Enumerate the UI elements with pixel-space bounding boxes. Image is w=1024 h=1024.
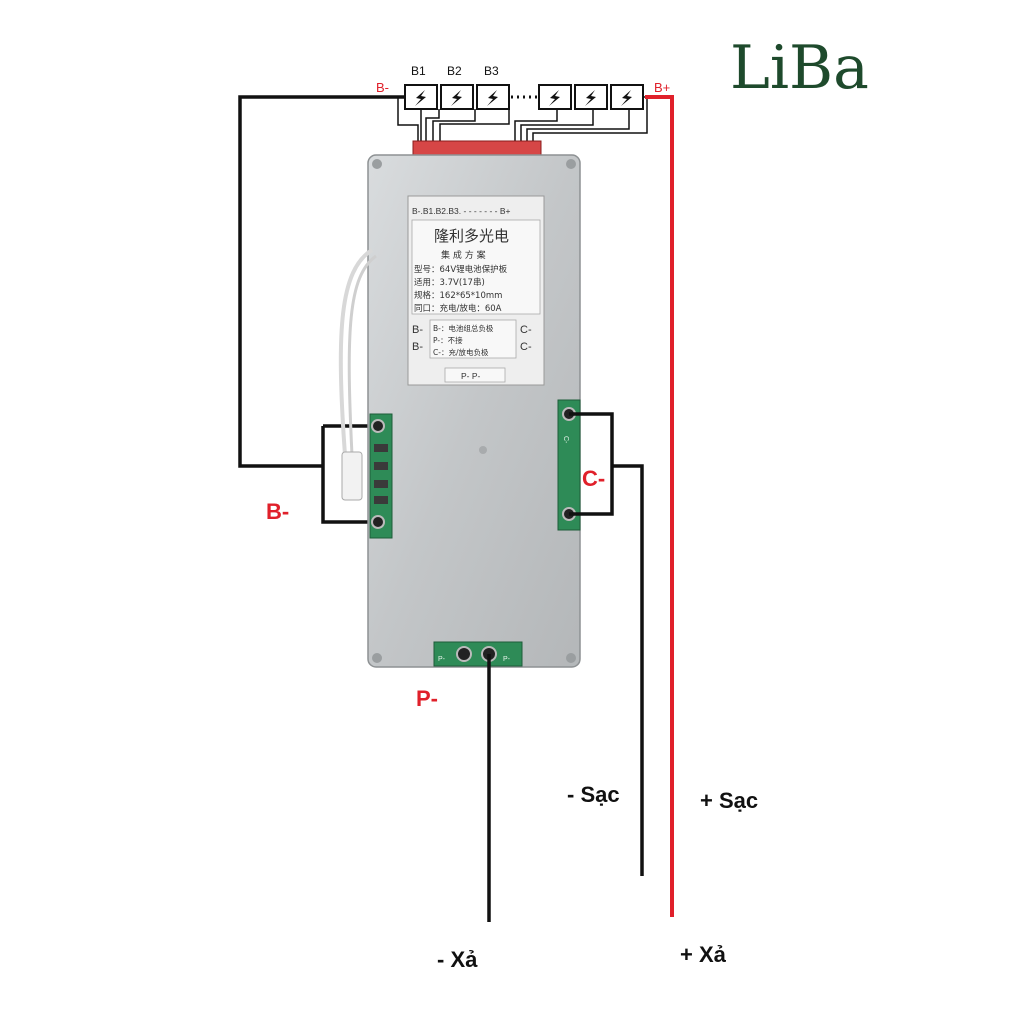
mount-hole (566, 159, 576, 169)
cell-bolt-icon (451, 90, 462, 106)
thermistor-probe (341, 451, 363, 501)
cell-bolt-icon (585, 90, 596, 106)
sticker-legend-b: B-：电池组总负极 (433, 323, 494, 333)
cell-bolt-icon (487, 90, 498, 106)
cell-bolt-icon (549, 90, 560, 106)
cell-b1 (404, 84, 438, 110)
sticker-subtitle: 集 成 方 案 (441, 249, 486, 261)
sticker-footer: P- P- (461, 371, 481, 381)
sticker-left-mark-1: B- (412, 324, 423, 336)
cell-label-b2: B2 (447, 64, 462, 78)
chain-negative-label: B- (376, 80, 389, 95)
c-minus-label: C- (582, 466, 605, 491)
thermistor-cable (338, 248, 374, 456)
brand-logo: LiBa (730, 33, 869, 103)
mount-hole (566, 653, 576, 663)
c-minus-pad-label: C- (562, 436, 569, 444)
charge-positive-label: + Sạc (700, 788, 758, 813)
sticker-title: 隆利多光电 (434, 227, 509, 245)
sticker-legend-c: C-：充/放电负极 (433, 347, 489, 357)
sticker-right-mark-1: C- (520, 324, 532, 336)
b-minus-pad-top (371, 419, 385, 433)
p-minus-pcb (433, 641, 523, 667)
cell-chain: B1 B2 B3 B- B+ (376, 64, 670, 143)
p-minus-pad-left (456, 646, 472, 662)
sticker-left-mark-2: B- (412, 341, 423, 353)
sticker-right-mark-2: C- (520, 341, 532, 353)
p-minus-pad-label-right: P- (503, 656, 511, 663)
sticker-spec-apply: 适用：3.7V(17串) (414, 277, 485, 288)
cell-bolt-icon (621, 90, 632, 106)
bms-board: B- B+ B-.B1.B2.B3. - - - - - - - B+ 隆利多光… (338, 140, 581, 668)
sticker-spec-size: 规格：162*65*10mm (414, 290, 502, 301)
cell-label-b1: B1 (411, 64, 426, 78)
spec-sticker: B-.B1.B2.B3. - - - - - - - B+ 隆利多光电 集 成 … (407, 195, 545, 386)
mount-hole (372, 653, 382, 663)
c-minus-wire (569, 412, 644, 876)
discharge-negative-label: - Xả (437, 947, 478, 972)
chain-positive-label: B+ (654, 80, 670, 95)
cell-bolt-icon (415, 90, 426, 106)
p-minus-pad-label-left: P- (438, 656, 446, 663)
discharge-positive-label: + Xả (680, 942, 727, 967)
cell-b2 (440, 84, 474, 110)
b-minus-pad-bottom (371, 515, 385, 529)
sticker-spec-model: 型号：64V锂电池保护板 (414, 264, 508, 275)
mount-hole (372, 159, 382, 169)
cell-n-1 (574, 84, 608, 110)
sticker-legend-p: P-：不接 (433, 335, 463, 345)
sticker-header: B-.B1.B2.B3. - - - - - - - B+ (412, 206, 511, 216)
c-minus-pcb (557, 399, 581, 531)
center-mark (479, 446, 487, 454)
charge-negative-label: - Sạc (567, 782, 620, 807)
b-minus-label: B- (266, 499, 289, 524)
cell-n-2 (538, 84, 572, 110)
cell-n (610, 84, 644, 110)
cell-b3 (476, 84, 510, 110)
positive-wire (645, 95, 674, 917)
p-minus-label: P- (416, 686, 438, 711)
cell-label-b3: B3 (484, 64, 499, 78)
sticker-spec-current: 同口：充电/放电：60A (414, 303, 502, 314)
